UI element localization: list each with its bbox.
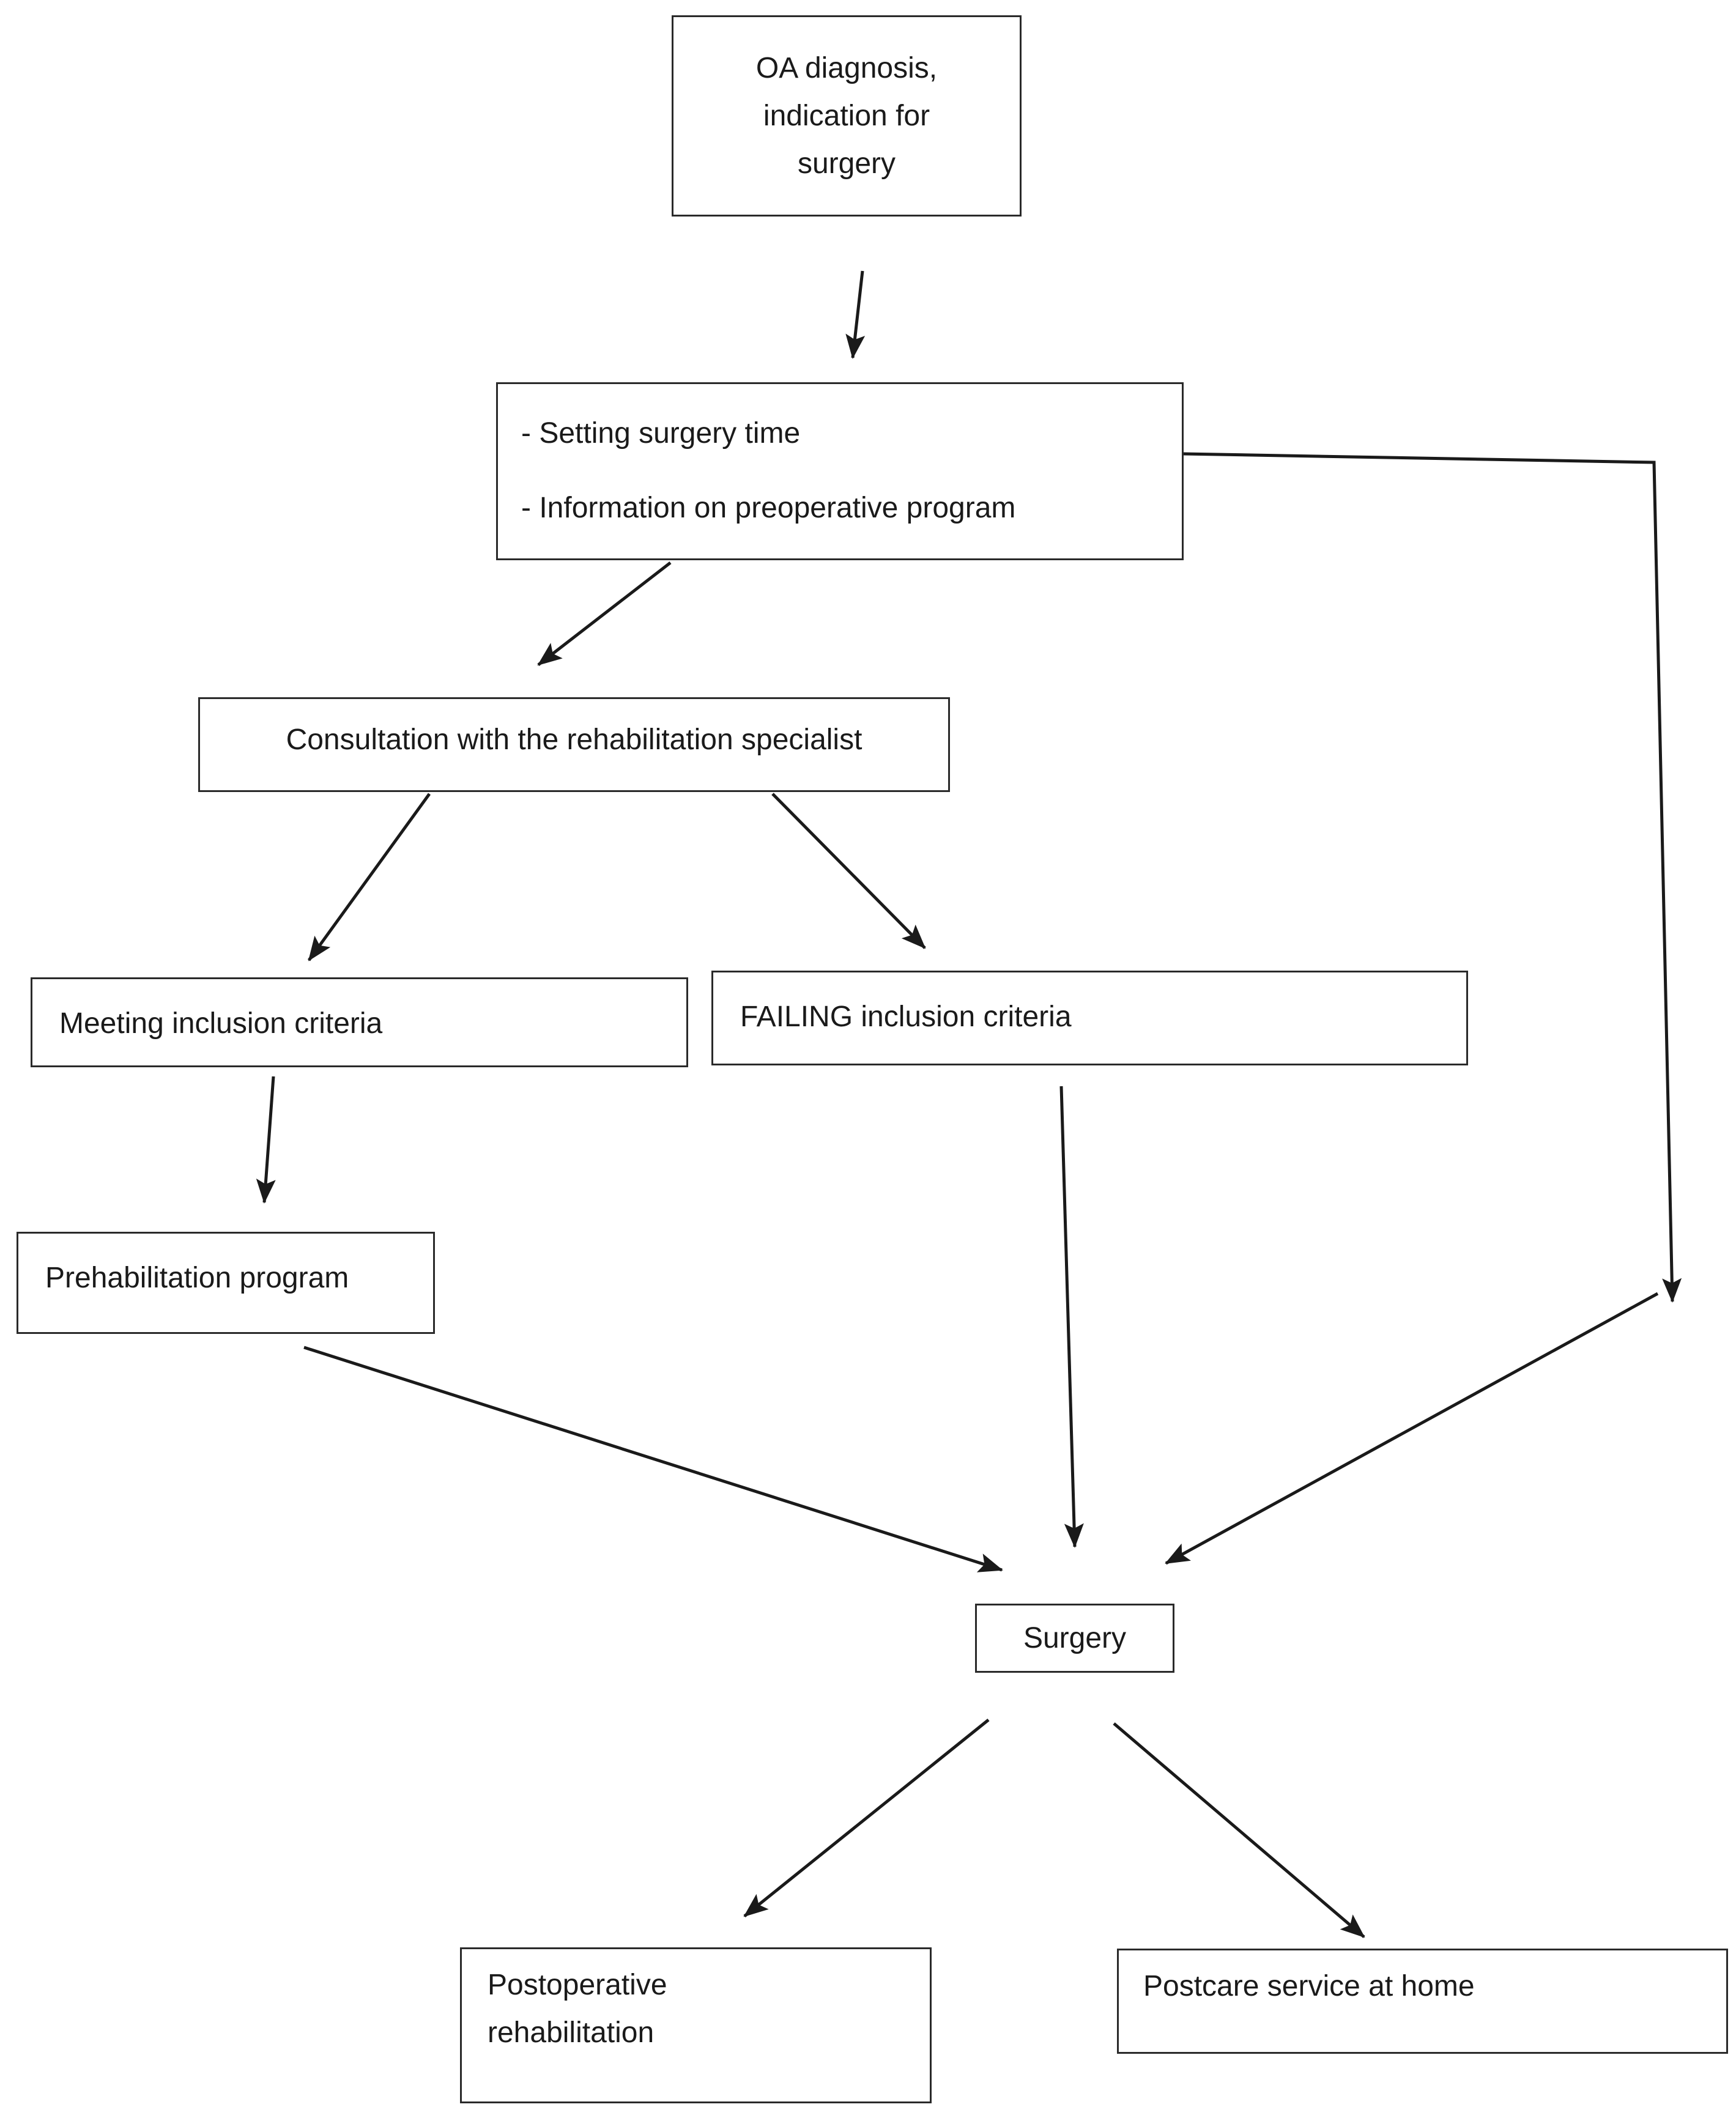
node-setting-surgery-line-2: - Information on preoperative program: [521, 492, 1016, 524]
arrow-consultation-to-failing: [771, 793, 926, 949]
node-oa-diagnosis-line-2: indication for: [763, 99, 930, 132]
node-failing-criteria-line-1: FAILING inclusion criteria: [740, 1001, 1072, 1033]
node-prehabilitation-line-1: Prehabilitation program: [45, 1262, 349, 1294]
node-setting-surgery-line-1: - Setting surgery time: [521, 417, 801, 450]
arrow-consultation-to-meeting: [307, 793, 431, 961]
node-oa-diagnosis: OA diagnosis, indication for surgery: [672, 15, 1022, 217]
node-postcare: Postcare service at home: [1117, 1949, 1728, 2054]
node-failing-criteria: FAILING inclusion criteria: [711, 971, 1468, 1065]
arrow-setting-to-consultation: [537, 561, 672, 666]
arrow-surgery-to-postoperative: [743, 1719, 990, 1917]
arrow-oa-to-setting: [845, 270, 866, 359]
node-postoperative: Postoperative rehabilitation: [460, 1947, 932, 2103]
arrow-prehab-to-surgery: [303, 1346, 1003, 1572]
node-meeting-criteria: Meeting inclusion criteria: [31, 977, 688, 1067]
arrow-surgery-to-postcare: [1113, 1722, 1365, 1938]
node-postoperative-line-2: rehabilitation: [488, 2016, 655, 2049]
arrow-setting-to-surgery-bypass: [1182, 452, 1682, 1303]
node-oa-diagnosis-line-3: surgery: [797, 147, 896, 180]
node-postcare-line-1: Postcare service at home: [1143, 1970, 1475, 2002]
node-oa-diagnosis-line-1: OA diagnosis,: [755, 51, 938, 84]
node-setting-surgery: - Setting surgery time - Information on …: [496, 382, 1184, 560]
node-prehabilitation: Prehabilitation program: [17, 1232, 435, 1334]
node-surgery: Surgery: [975, 1604, 1174, 1673]
node-surgery-line-1: Surgery: [1023, 1621, 1127, 1654]
node-meeting-criteria-line-1: Meeting inclusion criteria: [59, 1007, 383, 1040]
node-postoperative-line-1: Postoperative: [488, 1969, 667, 2001]
arrow-meeting-to-prehab: [256, 1076, 276, 1204]
node-consultation-line-1: Consultation with the rehabilitation spe…: [286, 724, 862, 756]
arrow-bypass-to-surgery: [1165, 1292, 1659, 1565]
arrow-failing-to-surgery: [1059, 1086, 1084, 1548]
node-consultation: Consultation with the rehabilitation spe…: [198, 697, 950, 792]
